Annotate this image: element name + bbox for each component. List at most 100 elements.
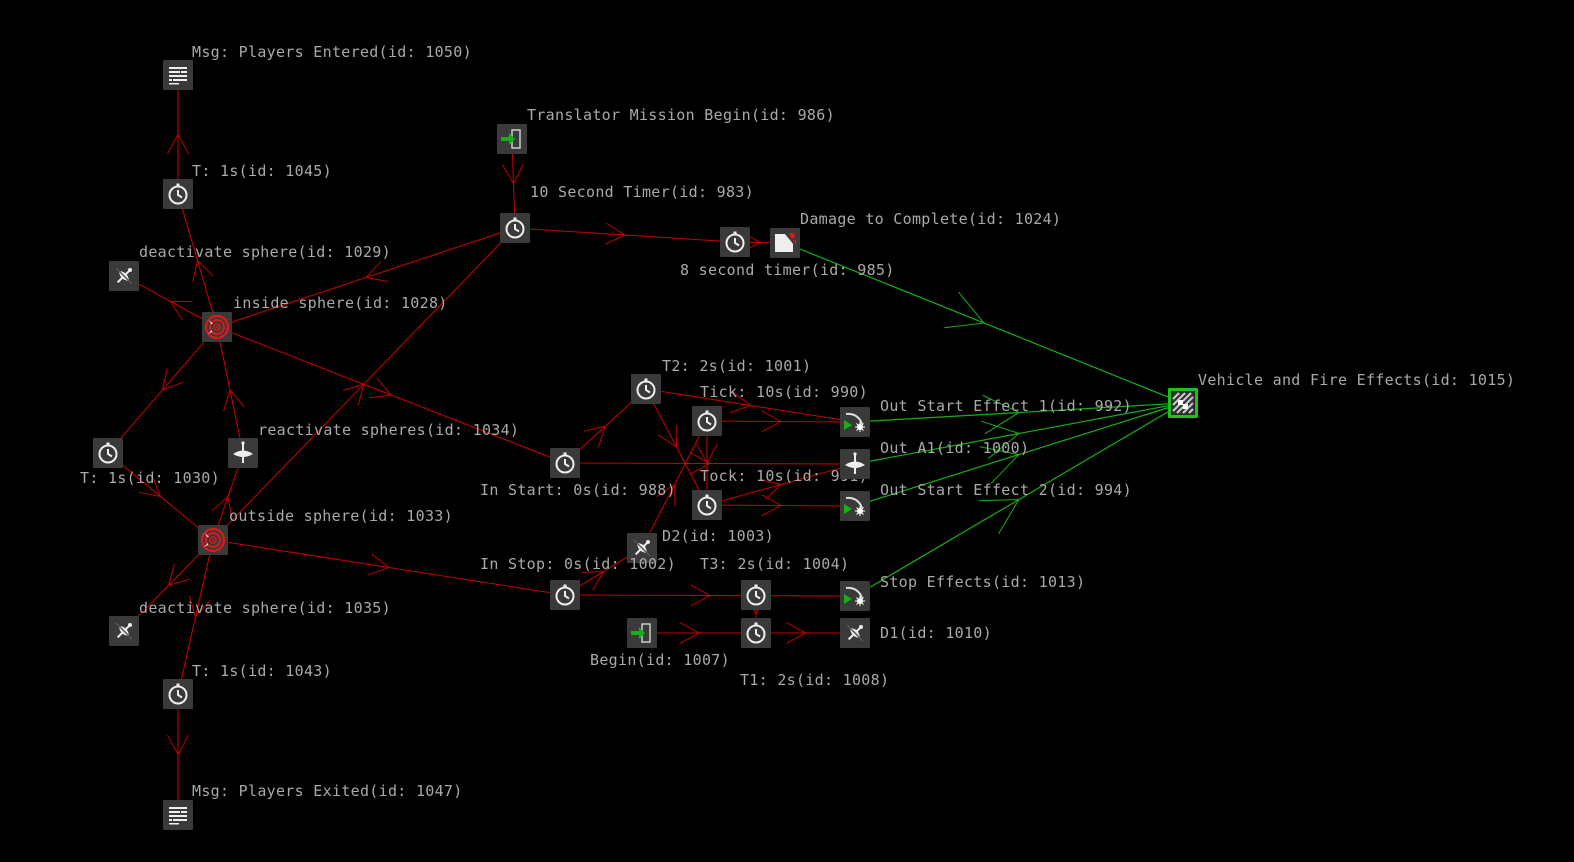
node-label: T: 1s(id: 1030) <box>80 469 220 487</box>
node-label: reactivate spheres(id: 1034) <box>258 421 520 439</box>
timer-icon <box>168 183 188 205</box>
node-label: Msg: Players Exited(id: 1047) <box>192 782 463 800</box>
timer-icon <box>725 231 745 253</box>
node-label: Translator Mission Begin(id: 986) <box>527 106 835 124</box>
node-label: deactivate sphere(id: 1035) <box>139 599 391 617</box>
start-effect-icon <box>844 586 865 606</box>
timer-icon <box>168 683 188 705</box>
damage-icon <box>775 233 796 252</box>
node-label: Begin(id: 1007) <box>590 651 730 669</box>
node-outside-sphere[interactable] <box>198 525 228 555</box>
activate-spinner-icon <box>233 441 253 463</box>
node-reactivate-spheres[interactable] <box>228 438 258 468</box>
deactivate-spinner-icon <box>633 539 651 557</box>
node-in-start-timer[interactable] <box>550 448 580 478</box>
edge-arrowhead <box>192 259 214 283</box>
edge-arrowhead <box>342 383 365 406</box>
sphere-trigger-icon <box>204 314 230 340</box>
node-label: Damage to Complete(id: 1024) <box>800 210 1062 228</box>
node-out-start-effect-1[interactable] <box>840 407 870 437</box>
node-label: D2(id: 1003) <box>662 527 774 545</box>
edge-arrowhead <box>169 300 193 321</box>
node-timer-1030[interactable] <box>93 438 123 468</box>
node-timer-t3[interactable] <box>741 580 771 610</box>
edge-arrowhead <box>761 410 783 433</box>
edge-arrowhead <box>785 622 807 644</box>
edge-arrowhead <box>167 133 189 155</box>
node-players-exited[interactable] <box>163 800 193 830</box>
edge-arrowhead <box>690 452 712 475</box>
deactivate-spinner-icon <box>115 267 133 285</box>
node-in-stop-timer[interactable] <box>550 580 580 610</box>
edge-arrowhead <box>696 443 718 465</box>
node-timer-t1[interactable] <box>741 618 771 648</box>
timer-icon <box>98 442 118 464</box>
node-translator-mission-begin[interactable] <box>497 124 527 154</box>
timer-icon <box>555 452 575 474</box>
node-label: In Start: 0s(id: 988) <box>480 481 676 499</box>
node-label: deactivate sphere(id: 1029) <box>139 243 391 261</box>
edge-arrowhead <box>979 446 1020 484</box>
message-icon <box>169 67 187 85</box>
timer-icon <box>697 410 717 432</box>
edge-arrowhead <box>980 420 1021 460</box>
node-timer-t2[interactable] <box>631 374 661 404</box>
sphere-trigger-icon <box>200 527 226 553</box>
timer-icon <box>746 584 766 606</box>
node-out-a1[interactable] <box>840 449 870 479</box>
node-8-second-timer[interactable] <box>720 227 750 257</box>
node-label: 8 second timer(id: 985) <box>680 261 895 279</box>
node-inside-sphere[interactable] <box>202 312 232 342</box>
activate-spinner-icon <box>845 452 865 474</box>
node-timer-1045[interactable] <box>163 179 193 209</box>
node-players-entered[interactable] <box>163 60 193 90</box>
node-tock-timer[interactable] <box>692 490 722 520</box>
edge-arrowhead <box>501 163 524 185</box>
node-label: 10 Second Timer(id: 983) <box>530 183 754 201</box>
timer-icon <box>697 494 717 516</box>
node-deactivate-sphere-1029[interactable] <box>109 261 139 291</box>
node-stop-effects[interactable] <box>840 581 870 611</box>
node-label: Msg: Players Entered(id: 1050) <box>192 43 472 61</box>
node-label: Out A1(id: 1000) <box>880 439 1030 457</box>
node-label: T: 1s(id: 1043) <box>192 662 332 680</box>
node-d1[interactable] <box>840 618 870 648</box>
mission-begin-icon <box>501 129 521 149</box>
edge-arrowhead <box>944 291 985 329</box>
node-deactivate-sphere-1035[interactable] <box>109 616 139 646</box>
node-label: Out Start Effect 2(id: 994) <box>880 481 1132 499</box>
node-out-start-effect-2[interactable] <box>840 491 870 521</box>
edge-arrowhead <box>679 622 701 644</box>
edge-arrowhead <box>761 494 783 517</box>
node-label: outside sphere(id: 1033) <box>229 507 453 525</box>
edge-arrowhead <box>138 475 162 498</box>
node-label: T1: 2s(id: 1008) <box>740 671 890 689</box>
node-label: T: 1s(id: 1045) <box>192 162 332 180</box>
edge-arrowhead <box>979 498 1020 535</box>
node-d2[interactable] <box>627 533 657 563</box>
node-label: inside sphere(id: 1028) <box>233 294 448 312</box>
node-label: D1(id: 1010) <box>880 624 992 642</box>
edge-arrowhead <box>759 479 783 501</box>
node-vehicle-and-fire-effects[interactable] <box>1168 388 1198 418</box>
node-damage-to-complete[interactable] <box>770 228 800 258</box>
edge-arrowhead <box>167 564 190 587</box>
node-label: Vehicle and Fire Effects(id: 1015) <box>1198 371 1516 389</box>
edge-arrowhead <box>656 483 676 507</box>
node-10-second-timer[interactable] <box>500 213 530 243</box>
edge-arrowhead <box>604 222 627 245</box>
timer-icon <box>505 217 525 239</box>
edge-arrowhead <box>167 734 189 756</box>
deactivate-spinner-icon <box>846 624 864 642</box>
edge-arrowhead <box>729 391 752 414</box>
node-tick-timer[interactable] <box>692 406 722 436</box>
node-label: Tock: 10s(id: 991) <box>700 467 868 485</box>
edge-arrowhead <box>581 570 605 591</box>
timer-icon <box>636 378 656 400</box>
timer-icon <box>746 622 766 644</box>
timer-icon <box>555 584 575 606</box>
node-timer-1043[interactable] <box>163 679 193 709</box>
node-begin[interactable] <box>627 618 657 648</box>
edge-arrowhead <box>369 377 392 399</box>
edge-arrowhead <box>584 425 607 447</box>
